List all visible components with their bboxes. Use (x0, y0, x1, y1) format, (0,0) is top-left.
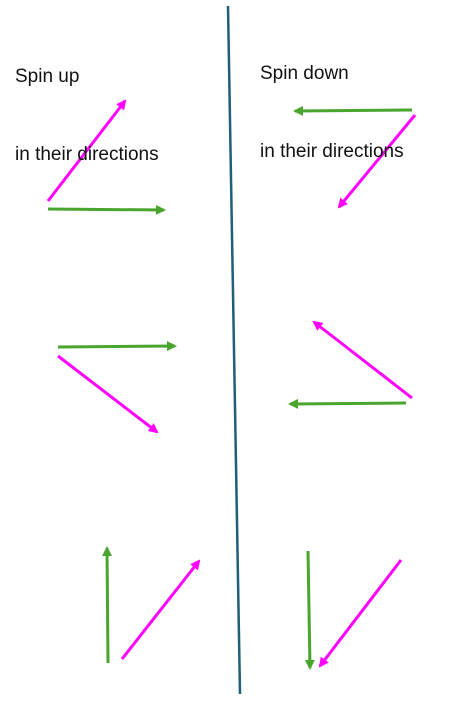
center-divider (226, 5, 242, 695)
spin-down-heading: Spin down in their directions (260, 9, 404, 217)
magenta-arrow (318, 559, 403, 668)
magenta-arrow (120, 559, 201, 660)
spin-up-subtitle: in their directions (15, 144, 159, 165)
green-arrow (304, 550, 315, 670)
green-arrow (102, 546, 113, 664)
spin-up-heading: Spin up in their directions (15, 12, 159, 220)
magenta-arrow (312, 320, 413, 400)
magenta-arrow (46, 99, 127, 202)
spin-up-title: Spin up (15, 66, 80, 87)
spin-down-title: Spin down (260, 63, 349, 84)
left-panel-arrows (46, 99, 201, 664)
right-panel-arrows (288, 105, 417, 670)
green-arrow (47, 204, 166, 215)
spin-down-subtitle: in their directions (260, 141, 404, 162)
magenta-arrow (337, 114, 417, 209)
green-arrow (293, 105, 413, 116)
green-arrow (57, 341, 177, 352)
green-arrow (288, 398, 407, 409)
magenta-arrow (57, 354, 159, 434)
